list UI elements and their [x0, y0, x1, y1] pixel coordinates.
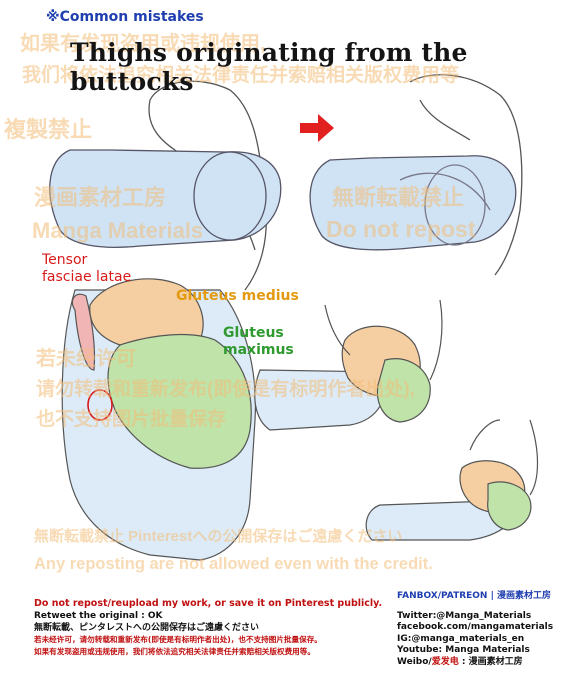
footer-line-jp: 無断転載、ピンタレストへの公開保存はご遠慮ください	[34, 623, 260, 633]
label-gluteus-medius: Gluteus medius	[176, 288, 299, 304]
footer-line-repost: Do not repost/reupload my work, or save …	[34, 598, 383, 609]
gluteus-maximus-shape	[107, 333, 252, 469]
footer-weibo-prefix: Weibo/	[397, 656, 432, 667]
common-mistakes-note: ※Common mistakes	[46, 9, 204, 25]
label-gluteus-maximus: Gluteus maximus	[223, 325, 294, 359]
figure-muscle-diagram	[61, 278, 257, 561]
label-tensor-line2: fasciae latae	[42, 269, 132, 285]
figure-top-left	[49, 80, 282, 291]
red-right-arrow-icon	[300, 114, 334, 142]
footer-weibo: Weibo/爱发电 : 漫画素材工房	[397, 657, 579, 669]
footer-youtube: Youtube: Manga Materials	[397, 645, 530, 656]
footer-notice: Do not repost/reupload my work, or save …	[34, 598, 394, 658]
footer-instagram: IG:@manga_materials_en	[397, 633, 525, 644]
footer-line-cn-1: 若未经许可，请勿转载和重新发布(即使是有标明作者出处)，也不支持图片批量保存。	[34, 635, 322, 644]
footer-weibo-afdian: 爱发电	[431, 656, 459, 667]
label-gmax-line1: Gluteus	[223, 325, 284, 341]
tensor-fasciae-latae-shape	[71, 293, 96, 371]
label-gmax-line2: maximus	[223, 342, 294, 358]
footer-facebook: facebook.com/mangamaterials	[397, 622, 554, 633]
thigh-cylinder	[49, 149, 282, 248]
footer-social: FANBOX/PATREON | 漫画素材工房 Twitter:@Manga_M…	[397, 591, 579, 669]
footer-line-cn-2: 如果有发现盗用或违规使用，我们将依法追究相关法律责任并索赔相关版权费用等。	[34, 647, 315, 656]
label-tensor-line1: Tensor	[42, 252, 88, 268]
footer-line-retweet: Retweet the original : OK	[34, 611, 163, 621]
page-title: Thighs originating from the buttocks	[70, 38, 468, 96]
figure-top-right	[309, 74, 523, 276]
figure-mid-right	[254, 299, 443, 431]
footer-weibo-suffix: : 漫画素材工房	[458, 656, 523, 667]
label-tensor-fasciae-latae: Tensor fasciae latae	[42, 252, 131, 286]
thigh-cylinder-right	[309, 155, 517, 251]
footer-fanbox: FANBOX/PATREON | 漫画素材工房	[397, 591, 552, 601]
footer-twitter: Twitter:@Manga_Materials	[397, 610, 532, 621]
figure-bottom-right	[365, 419, 539, 541]
